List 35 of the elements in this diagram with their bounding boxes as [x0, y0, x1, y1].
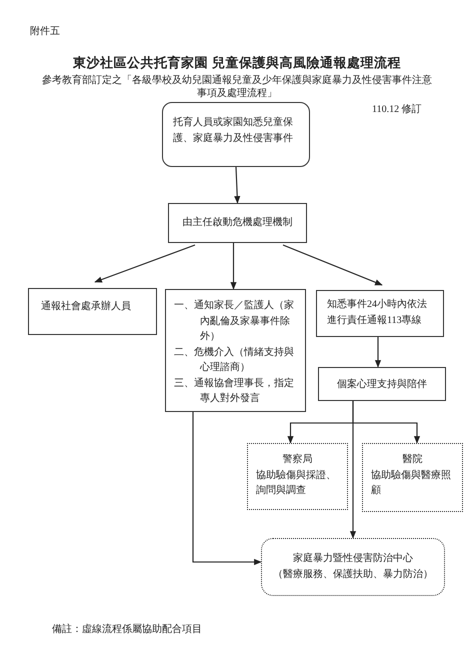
- box-text: 托育人員或家園知悉兒童保護、家庭暴力及性侵害事件: [173, 116, 294, 146]
- arrow: [230, 243, 237, 290]
- box-text: 三、通報協會理事長，指定專人對外發言: [174, 376, 295, 406]
- process-box: [165, 289, 306, 412]
- box-text: 二、危機介入（情緒支持與心理諮商）: [174, 346, 295, 375]
- process-box: [318, 367, 446, 401]
- box-text: 一、通知家長／監護人（家內亂倫及家暴事件除外）: [174, 298, 295, 344]
- revision-date: 110.12 修訂: [372, 104, 423, 116]
- box-text: （醫療服務、保護扶助、暴力防治）: [272, 568, 434, 582]
- box-heading: 警察局: [282, 452, 314, 467]
- page-label: 附件五: [30, 26, 61, 38]
- box-text: 通報社會處承辦人員: [41, 300, 132, 314]
- box-text: 個案心理支持與陪伴: [336, 378, 428, 392]
- box-text: 協助驗傷與醫療照顧: [371, 468, 452, 498]
- support-box: [247, 443, 348, 510]
- box-heading: 醫院: [402, 452, 424, 467]
- footnote: 備註：虛線流程係屬協助配合項目: [52, 624, 203, 636]
- box-text: 由主任啟動危機處理機制: [182, 216, 294, 230]
- title: 東沙社區公共托育家園 兒童保護與高風險通報處理流程: [72, 54, 402, 72]
- subtitle: 參考教育部訂定之「各級學校及幼兒園通報兒童及少年保護與家庭暴力及性侵害事件注意事項及處理流程」: [41, 75, 433, 100]
- process-box: [168, 203, 307, 243]
- support-box: [362, 443, 463, 512]
- process-box: [316, 290, 444, 337]
- arrow: [94, 244, 196, 283]
- box-text: 協助驗傷與採證、詢問與調查: [256, 468, 337, 498]
- arrow: [350, 401, 356, 539]
- center-box: [261, 538, 445, 596]
- arrow: [192, 412, 262, 566]
- event-box: [162, 102, 310, 167]
- box-heading: 家庭暴力暨性侵害防治中心: [292, 552, 414, 566]
- arrow: [282, 244, 383, 286]
- box-text: 知悉事件24小時內依法進行責任通報113專線: [327, 298, 428, 328]
- arrow: [234, 166, 240, 204]
- arrow: [374, 337, 382, 368]
- process-box: [28, 288, 157, 335]
